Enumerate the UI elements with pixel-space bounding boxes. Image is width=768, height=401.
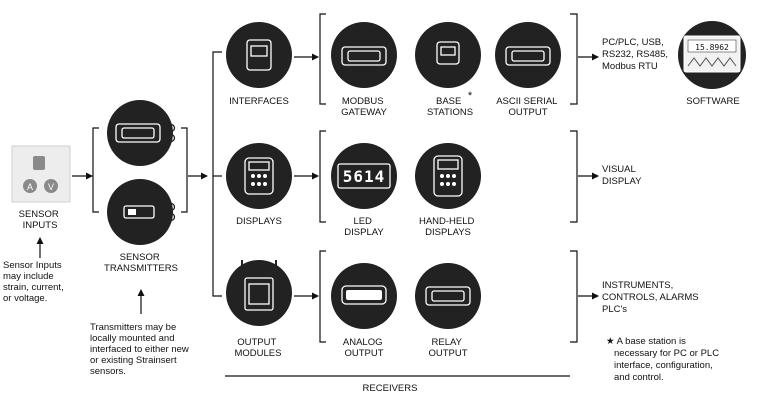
interfaces-left-bracket (319, 13, 326, 105)
transmitters-note: Transmitters may be locally mounted and … (90, 322, 191, 377)
analog-output-label: ANALOG OUTPUT (343, 337, 385, 359)
relay-output-label: RELAY OUTPUT (428, 337, 467, 359)
interfaces-label: INTERFACES (229, 96, 289, 107)
transmitter-module-icon (107, 179, 176, 245)
relay-output-icon (415, 263, 481, 329)
outputs-left-bracket (319, 250, 326, 343)
software-label: SOFTWARE (686, 96, 739, 107)
led-readout: 5614 (343, 167, 386, 186)
receivers-trunk-bracket (212, 51, 222, 297)
transmitters-left-bracket (92, 127, 99, 213)
modbus-gateway-icon (331, 22, 397, 88)
led-display-label: LED DISPLAY (344, 216, 384, 238)
analog-output-icon (331, 263, 397, 329)
outputs-right-bracket (570, 250, 578, 343)
ascii-serial-output-label: ASCII SERIAL OUTPUT (496, 96, 560, 118)
software-screen-icon (678, 21, 746, 89)
ascii-serial-icon (495, 22, 561, 88)
displays-left-bracket (319, 130, 326, 223)
displays-label: DISPLAYS (236, 216, 282, 227)
transmitter-icon (107, 100, 176, 166)
interfaces-protocols-label: PC/PLC, USB, RS232, RS485, Modbus RTU (602, 37, 671, 72)
visual-display-label: VISUAL DISPLAY (602, 164, 642, 187)
instruments-label: INSTRUMENTS, CONTROLS, ALARMS PLC's (602, 280, 701, 315)
led-display-icon (331, 143, 397, 209)
output-module-icon (226, 260, 292, 326)
transmitters-right-bracket (181, 127, 188, 213)
hand-held-display-icon (415, 143, 481, 209)
receivers-label: RECEIVERS (363, 383, 418, 394)
modbus-gateway-label: MODBUS GATEWAY (341, 96, 387, 118)
svg-text:V: V (48, 182, 54, 192)
software-readout: 15.8962 (695, 43, 729, 52)
svg-text:A: A (27, 182, 33, 192)
base-stations-asterisk: * (468, 90, 473, 102)
display-panel-icon (226, 143, 292, 209)
sensor-transmitters-label: SENSOR TRANSMITTERS (104, 252, 178, 274)
base-stations-label: BASE STATIONS (427, 96, 473, 118)
interfaces-right-bracket (570, 13, 578, 105)
displays-right-bracket (570, 130, 578, 223)
sensor-inputs-note: Sensor Inputs may include strain, curren… (3, 260, 66, 304)
base-station-icon (415, 22, 481, 88)
sensor-inputs-icon: A V (11, 145, 71, 203)
base-station-note: ★ A base station is necessary for PC or … (606, 336, 722, 383)
output-modules-label: OUTPUT MODULES (235, 337, 282, 359)
sensor-inputs-label: SENSOR INPUTS (19, 209, 62, 231)
interface-module-icon (226, 22, 292, 88)
hand-held-displays-label: HAND-HELD DISPLAYS (419, 216, 477, 238)
